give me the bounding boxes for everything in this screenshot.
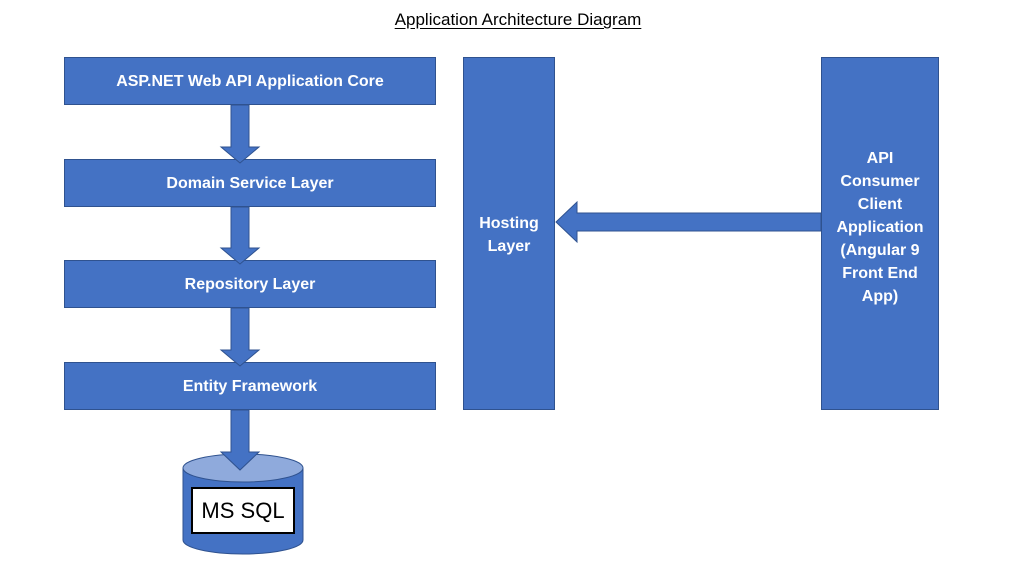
diagram-title: Application Architecture Diagram xyxy=(394,10,642,29)
layer-domain-box: Domain Service Layer xyxy=(64,159,436,207)
client-app-box: API Consumer Client Application (Angular… xyxy=(821,57,939,410)
database-label: MS SQL xyxy=(191,487,295,534)
arrow-client-to-hosting xyxy=(555,200,822,244)
arrow-domain-to-repository xyxy=(219,206,261,265)
client-app-label: API Consumer Client Application (Angular… xyxy=(836,150,924,305)
hosting-layer-box: Hosting Layer xyxy=(463,57,555,410)
arrow-ef-to-database xyxy=(219,409,261,471)
layer-repository-label: Repository Layer xyxy=(184,275,316,293)
layer-repository-box: Repository Layer xyxy=(64,260,436,308)
layer-core-box: ASP.NET Web API Application Core xyxy=(64,57,436,105)
layer-ef-box: Entity Framework xyxy=(64,362,436,410)
arrow-core-to-domain xyxy=(219,104,261,164)
layer-ef-label: Entity Framework xyxy=(182,377,318,395)
layer-core-label: ASP.NET Web API Application Core xyxy=(116,72,384,90)
arrow-repository-to-ef xyxy=(219,307,261,367)
hosting-layer-label: Hosting Layer xyxy=(479,215,539,255)
layer-domain-label: Domain Service Layer xyxy=(166,174,334,192)
